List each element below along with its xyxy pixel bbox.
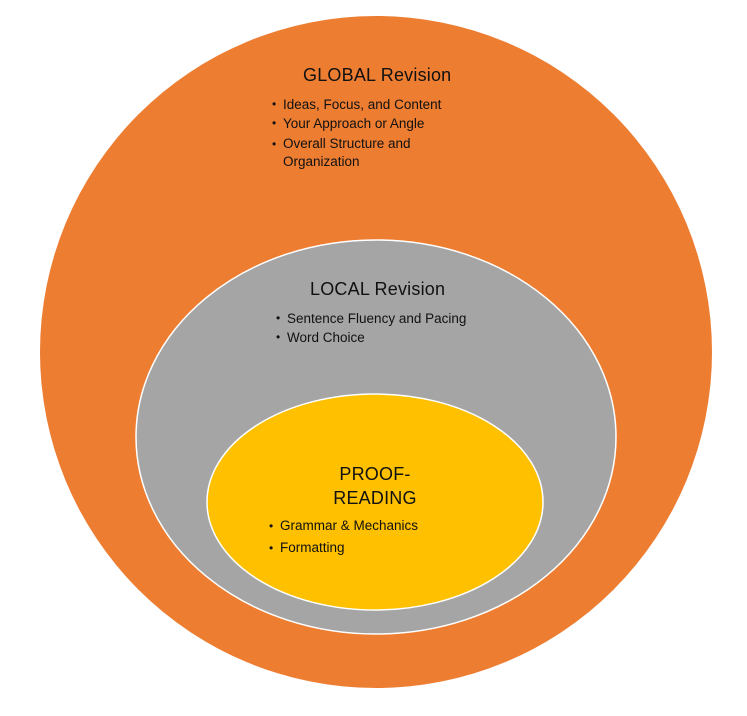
proofreading-list: Grammar & Mechanics Formatting: [269, 515, 469, 559]
list-item: Ideas, Focus, and Content: [272, 95, 462, 114]
list-item: Your Approach or Angle: [272, 114, 462, 133]
list-item: Overall Structure and Organization: [272, 135, 462, 171]
global-revision-title: GLOBAL Revision: [303, 65, 452, 85]
list-item: Grammar & Mechanics: [269, 515, 469, 537]
proofreading-title-line1: PROOF-: [339, 464, 411, 484]
list-item: Word Choice: [276, 328, 506, 347]
list-item: Sentence Fluency and Pacing: [276, 309, 506, 328]
list-item: Formatting: [269, 537, 469, 559]
local-revision-title: LOCAL Revision: [310, 279, 446, 299]
local-revision-list: Sentence Fluency and Pacing Word Choice: [276, 309, 506, 347]
proofreading-title: PROOF- READING: [290, 462, 460, 510]
global-revision-list: Ideas, Focus, and Content Your Approach …: [272, 95, 462, 171]
proofreading-title-line2: READING: [333, 488, 417, 508]
